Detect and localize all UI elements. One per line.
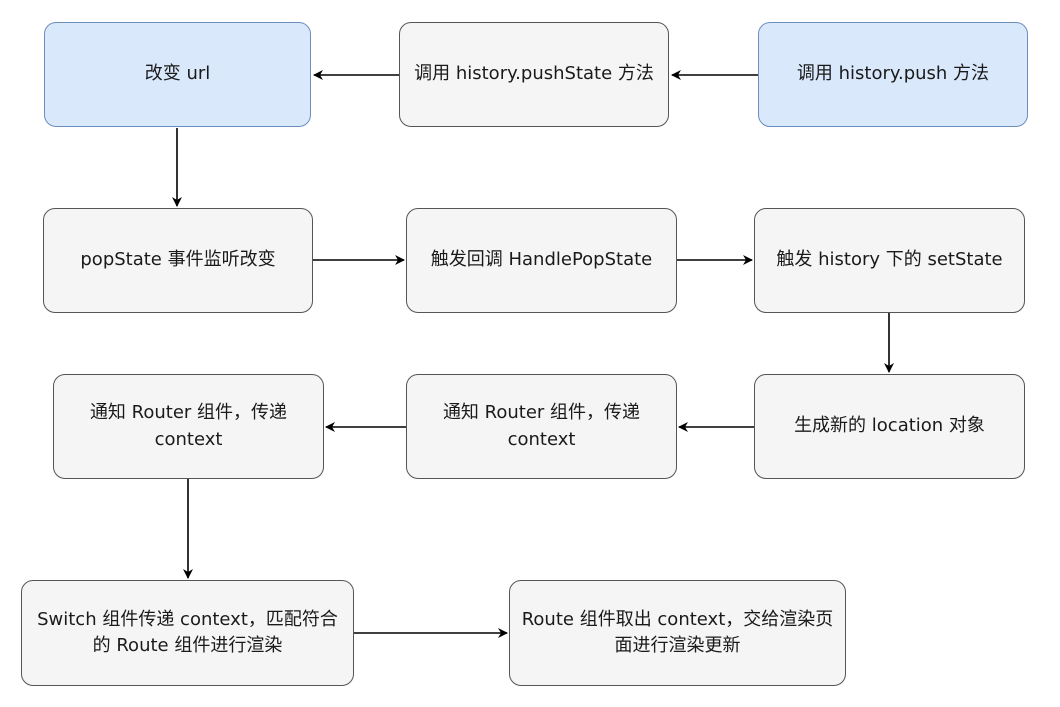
node-call-history-push: 调用 history.push 方法 bbox=[758, 22, 1028, 127]
node-notify-router-left: 通知 Router 组件，传递 context bbox=[53, 374, 324, 479]
node-notify-router-mid-label: 通知 Router 组件，传递 context bbox=[442, 402, 641, 450]
node-route-render-label: Route 组件取出 context，交给渲染页面进行渲染更新 bbox=[521, 608, 834, 656]
node-trigger-handle-popstate-label: 触发回调 HandlePopState bbox=[430, 249, 653, 271]
node-trigger-setstate-label: 触发 history 下的 setState bbox=[776, 249, 1003, 271]
node-call-pushstate: 调用 history.pushState 方法 bbox=[399, 22, 669, 127]
node-trigger-setstate: 触发 history 下的 setState bbox=[754, 208, 1025, 313]
node-route-render: Route 组件取出 context，交给渲染页面进行渲染更新 bbox=[509, 580, 846, 686]
node-change-url-label: 改变 url bbox=[144, 63, 211, 85]
node-generate-location-label: 生成新的 location 对象 bbox=[794, 415, 985, 437]
node-popstate-listen: popState 事件监听改变 bbox=[43, 208, 313, 313]
node-change-url: 改变 url bbox=[44, 22, 311, 127]
node-generate-location: 生成新的 location 对象 bbox=[754, 374, 1025, 479]
node-trigger-handle-popstate: 触发回调 HandlePopState bbox=[406, 208, 677, 313]
node-popstate-listen-label: popState 事件监听改变 bbox=[80, 249, 276, 271]
node-call-pushstate-label: 调用 history.pushState 方法 bbox=[414, 63, 654, 85]
node-switch-match: Switch 组件传递 context，匹配符合的 Route 组件进行渲染 bbox=[21, 580, 354, 686]
node-call-history-push-label: 调用 history.push 方法 bbox=[796, 63, 990, 85]
node-notify-router-left-label: 通知 Router 组件，传递 context bbox=[89, 402, 288, 450]
node-switch-match-label: Switch 组件传递 context，匹配符合的 Route 组件进行渲染 bbox=[37, 608, 338, 656]
node-notify-router-mid: 通知 Router 组件，传递 context bbox=[406, 374, 677, 479]
